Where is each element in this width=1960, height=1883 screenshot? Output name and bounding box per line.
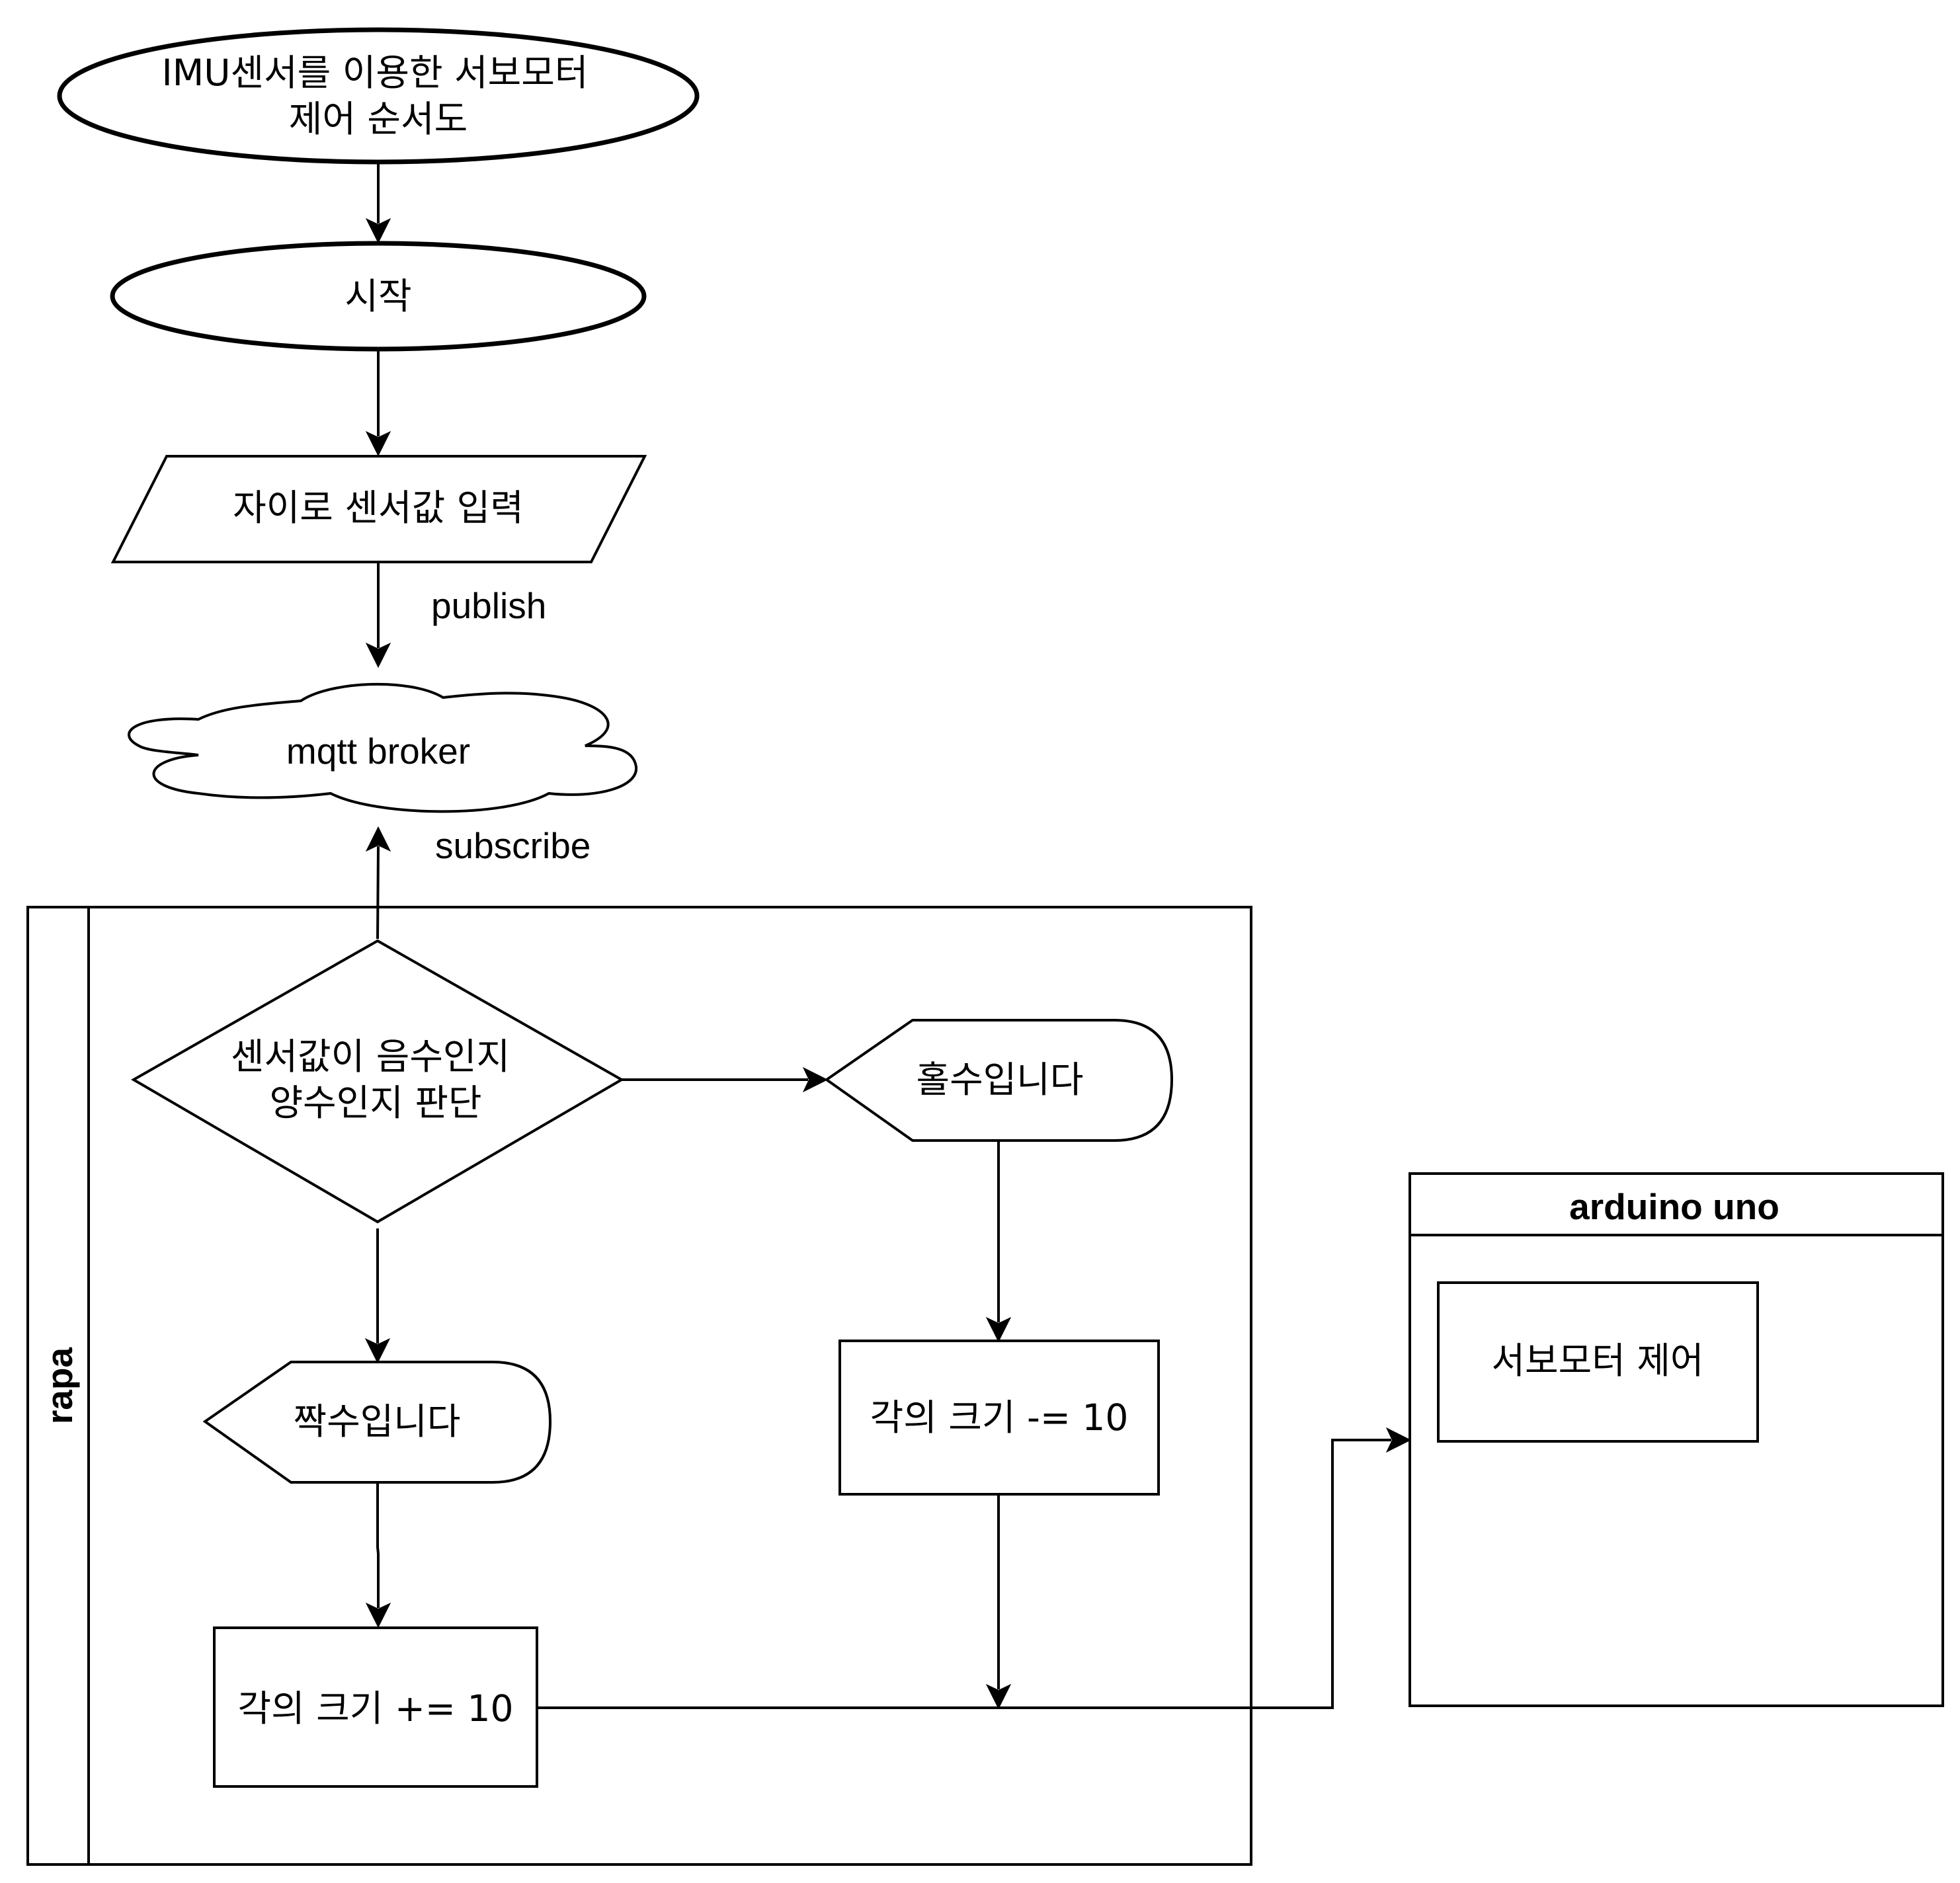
- title-terminator: IMU센서를 이용한 서보모터 제어 순서도: [57, 27, 700, 165]
- mqtt-broker-label: mqtt broker: [286, 731, 470, 772]
- edge-label-publish: publish: [431, 585, 546, 626]
- title-line-1: IMU센서를 이용한 서보모터: [162, 52, 589, 94]
- servo-control-label: 서보모터 제어: [1491, 1340, 1703, 1382]
- edge-decrease-to-merge: [985, 1494, 1012, 1710]
- edge-input-to-broker: [365, 562, 391, 668]
- edge-title-to-start: [365, 163, 391, 244]
- start-label: 시작: [345, 275, 411, 317]
- edge-label-subscribe: subscribe: [435, 825, 591, 866]
- arduino-uno-title: arduino uno: [1569, 1186, 1779, 1227]
- servo-control-process: 서보모터 제어: [1437, 1281, 1759, 1443]
- edge-increase-to-servo: [538, 1427, 1412, 1709]
- odd-label: 홀수입니다: [916, 1059, 1083, 1101]
- edge-even-to-increase: [365, 1482, 391, 1628]
- decision-line-2: 양수인지 판단: [269, 1082, 481, 1124]
- even-display: 짝수입니다: [202, 1361, 552, 1484]
- decrease-label: 각의 크기 -= 10: [870, 1396, 1129, 1439]
- odd-display: 홀수입니다: [824, 1019, 1174, 1142]
- decision-line-1: 센서값이 음수인지: [231, 1035, 510, 1078]
- edge-decision-to-broker: [365, 826, 391, 940]
- edge-odd-to-decrease: [985, 1141, 1012, 1343]
- title-line-2: 제어 순서도: [289, 98, 468, 140]
- edge-decision-to-even: [364, 1228, 391, 1364]
- increase-process: 각의 크기 += 10: [213, 1626, 538, 1788]
- input-parallelogram: 자이로 센서값 입력: [110, 455, 647, 563]
- rapa-swimlane-title: rapa: [39, 1347, 80, 1425]
- input-label: 자이로 센서값 입력: [233, 487, 524, 529]
- even-label: 짝수입니다: [293, 1400, 460, 1443]
- edge-decision-to-odd: [622, 1066, 829, 1093]
- edges: [364, 163, 1412, 1710]
- edge-start-to-input: [365, 350, 391, 457]
- increase-label: 각의 크기 += 10: [237, 1687, 513, 1730]
- start-terminator: 시작: [110, 241, 647, 352]
- mqtt-broker-cloud: mqtt broker: [128, 682, 638, 813]
- decision-diamond: 센서값이 음수인지 양수인지 판단: [130, 939, 625, 1224]
- decrease-process: 각의 크기 -= 10: [838, 1340, 1160, 1496]
